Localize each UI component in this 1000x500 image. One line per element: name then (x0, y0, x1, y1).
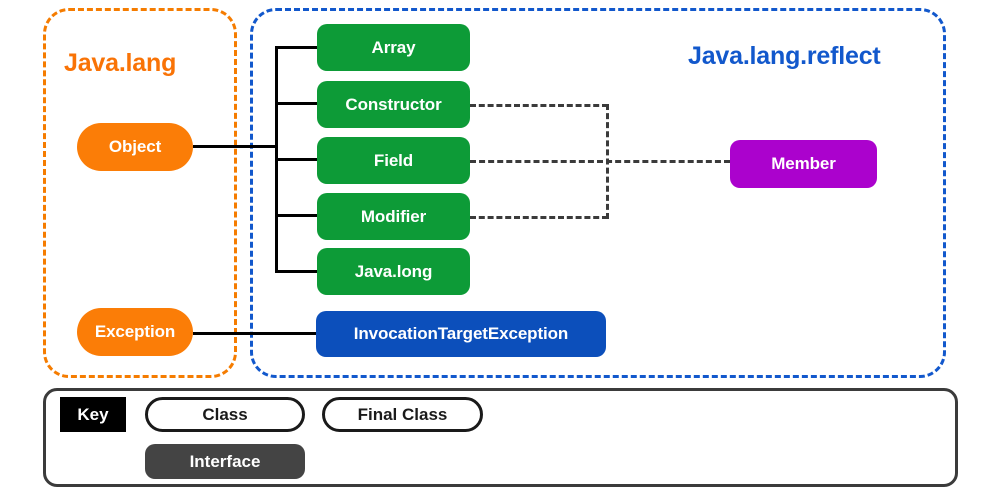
key-legend-item-class-label: Class (202, 404, 248, 424)
connector-branch-constructor (275, 102, 317, 105)
node-constructor-label: Constructor (345, 94, 442, 114)
connector-exception-to-invocationtargetexception (193, 332, 317, 335)
connector-branch-array (275, 46, 317, 49)
connector-dashed-riser (606, 104, 609, 219)
node-field[interactable]: Field (317, 137, 470, 184)
node-invocationtargetexception-label: InvocationTargetException (353, 324, 569, 343)
key-legend-item-class: Class (145, 397, 305, 432)
node-modifier[interactable]: Modifier (317, 193, 470, 240)
connector-branch-modifier (275, 214, 317, 217)
connector-dashed-field (470, 160, 730, 163)
key-legend-item-interface: Interface (145, 444, 305, 479)
node-member-label: Member (771, 154, 836, 173)
node-object-label: Object (108, 137, 162, 156)
node-exception-label: Exception (94, 322, 176, 341)
key-legend-title: Key (60, 397, 126, 432)
package-container-java-lang-reflect (250, 8, 946, 378)
package-title-java-lang-reflect: Java.lang.reflect (688, 42, 881, 70)
node-member[interactable]: Member (730, 140, 877, 188)
node-modifier-label: Modifier (360, 206, 427, 226)
package-container-java-lang (43, 8, 237, 378)
node-array[interactable]: Array (317, 24, 470, 71)
node-java-long-label: Java.long (354, 261, 433, 281)
connector-dashed-constructor (470, 104, 608, 107)
key-legend-item-final-class: Final Class (322, 397, 483, 432)
node-array-label: Array (371, 37, 416, 57)
connector-branch-field (275, 158, 317, 161)
node-exception[interactable]: Exception (77, 308, 193, 356)
package-title-java-lang: Java.lang (64, 49, 177, 77)
node-field-label: Field (373, 150, 414, 170)
node-object[interactable]: Object (77, 123, 193, 171)
node-constructor[interactable]: Constructor (317, 81, 470, 128)
key-legend-item-final-class-label: Final Class (357, 404, 448, 424)
connector-branch-javalong (275, 270, 317, 273)
node-java-long[interactable]: Java.long (317, 248, 470, 295)
connector-dashed-modifier (470, 216, 608, 219)
connector-object-stub (193, 145, 277, 148)
key-legend-item-interface-label: Interface (189, 451, 261, 471)
key-legend-title-label: Key (77, 404, 109, 424)
node-invocationtargetexception[interactable]: InvocationTargetException (316, 311, 606, 357)
